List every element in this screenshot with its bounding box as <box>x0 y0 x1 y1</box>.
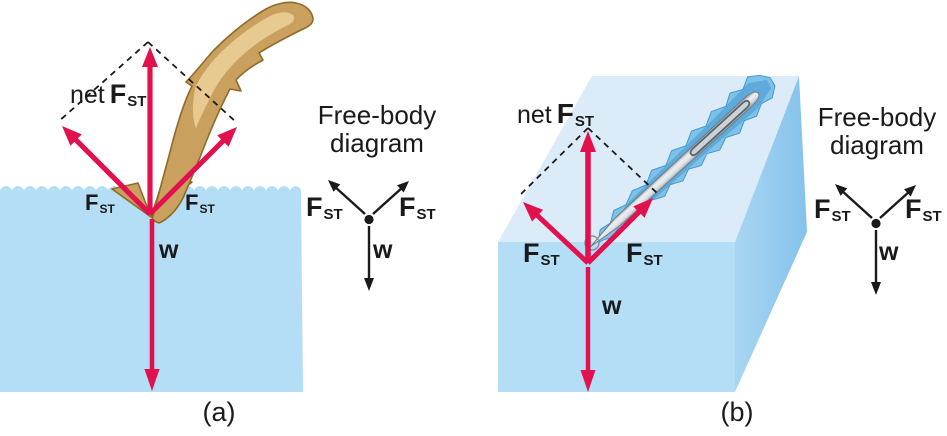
weight-label-b: w <box>602 292 622 320</box>
freebody-title-line2: diagram <box>830 130 924 160</box>
force-arrows <box>62 47 653 392</box>
force-subscript: ST <box>574 113 595 131</box>
force-subscript: ST <box>922 208 942 226</box>
fst-label-b-left: FST <box>523 238 560 270</box>
net-fst-arrow-a <box>142 47 158 214</box>
force-symbol: F <box>905 194 922 224</box>
dash-b-right <box>587 127 658 194</box>
force-symbol: F <box>109 79 127 109</box>
twig-body <box>151 1 314 224</box>
dash-a-right <box>147 41 237 123</box>
force-symbol: F <box>556 98 574 129</box>
force-subscript: ST <box>831 208 851 226</box>
force-subscript: ST <box>99 201 115 216</box>
water-block-b <box>498 76 807 392</box>
fst-arrow-b-left <box>523 202 590 265</box>
fbd-arrowhead-up-right <box>397 181 409 193</box>
fbd-point-dot <box>364 214 374 225</box>
force-symbol: F <box>523 238 540 268</box>
force-subscript: ST <box>540 252 560 270</box>
fst-label-fbd-b-right: FST <box>905 194 942 226</box>
force-subscript: ST <box>323 206 343 224</box>
force-symbol: F <box>185 190 199 215</box>
twig-highlight <box>193 12 295 129</box>
freebody-arrows-a <box>328 180 409 291</box>
force-symbol: F <box>399 192 416 222</box>
freebody-title-line1: Free-body <box>317 100 437 130</box>
fst-arrow-a-right <box>148 127 237 216</box>
weight-label-fbd-b: w <box>879 238 899 266</box>
net-fst-arrow-b <box>580 131 596 263</box>
dash-a-left <box>57 41 149 123</box>
weight-label-a: w <box>159 236 179 264</box>
fst-label-fbd-b-left: FST <box>814 194 851 226</box>
force-symbol: F <box>626 238 643 268</box>
force-symbol: F <box>814 194 831 224</box>
needle-illustration <box>590 74 776 247</box>
fbd-line-up-right <box>372 186 404 215</box>
water-block-side-face <box>735 76 807 392</box>
needle-eye <box>689 99 751 157</box>
weight-label-fbd-a: w <box>373 236 393 264</box>
water-block-front-face <box>498 242 735 392</box>
fst-label-a-left: FST <box>85 192 115 215</box>
weight-arrow-a <box>144 219 160 391</box>
freebody-title-line1: Free-body <box>817 102 937 132</box>
freebody-title-line2: diagram <box>330 128 424 158</box>
fbd-arrowhead-up-left <box>328 180 341 192</box>
force-subscript: ST <box>199 201 215 216</box>
fbd-arrowhead-down <box>364 278 374 291</box>
force-symbol: F <box>85 190 99 215</box>
fst-arrow-a-left <box>62 126 152 216</box>
fst-label-fbd-a-right: FST <box>399 192 436 224</box>
fst-label-a-right: FST <box>185 192 215 215</box>
fst-label-fbd-a-left: FST <box>306 192 343 224</box>
construction-dashes <box>57 41 658 197</box>
force-subscript: ST <box>643 252 663 270</box>
force-subscript: ST <box>127 93 147 111</box>
fst-arrow-b-right <box>586 198 653 265</box>
fbd-line-up-left <box>333 185 366 215</box>
fst-label-b-right: FST <box>626 238 663 270</box>
twig-illustration <box>111 1 314 224</box>
caption-b: (b) <box>720 397 754 427</box>
net-prefix-b: net <box>517 101 552 129</box>
net-prefix-a: net <box>70 81 105 109</box>
caption-a: (a) <box>202 397 236 427</box>
dash-b-left <box>518 127 589 197</box>
needle-contact-ring <box>584 235 600 251</box>
force-subscript: ST <box>416 206 436 224</box>
force-symbol: F <box>306 192 323 222</box>
weight-arrow-b <box>580 267 596 392</box>
